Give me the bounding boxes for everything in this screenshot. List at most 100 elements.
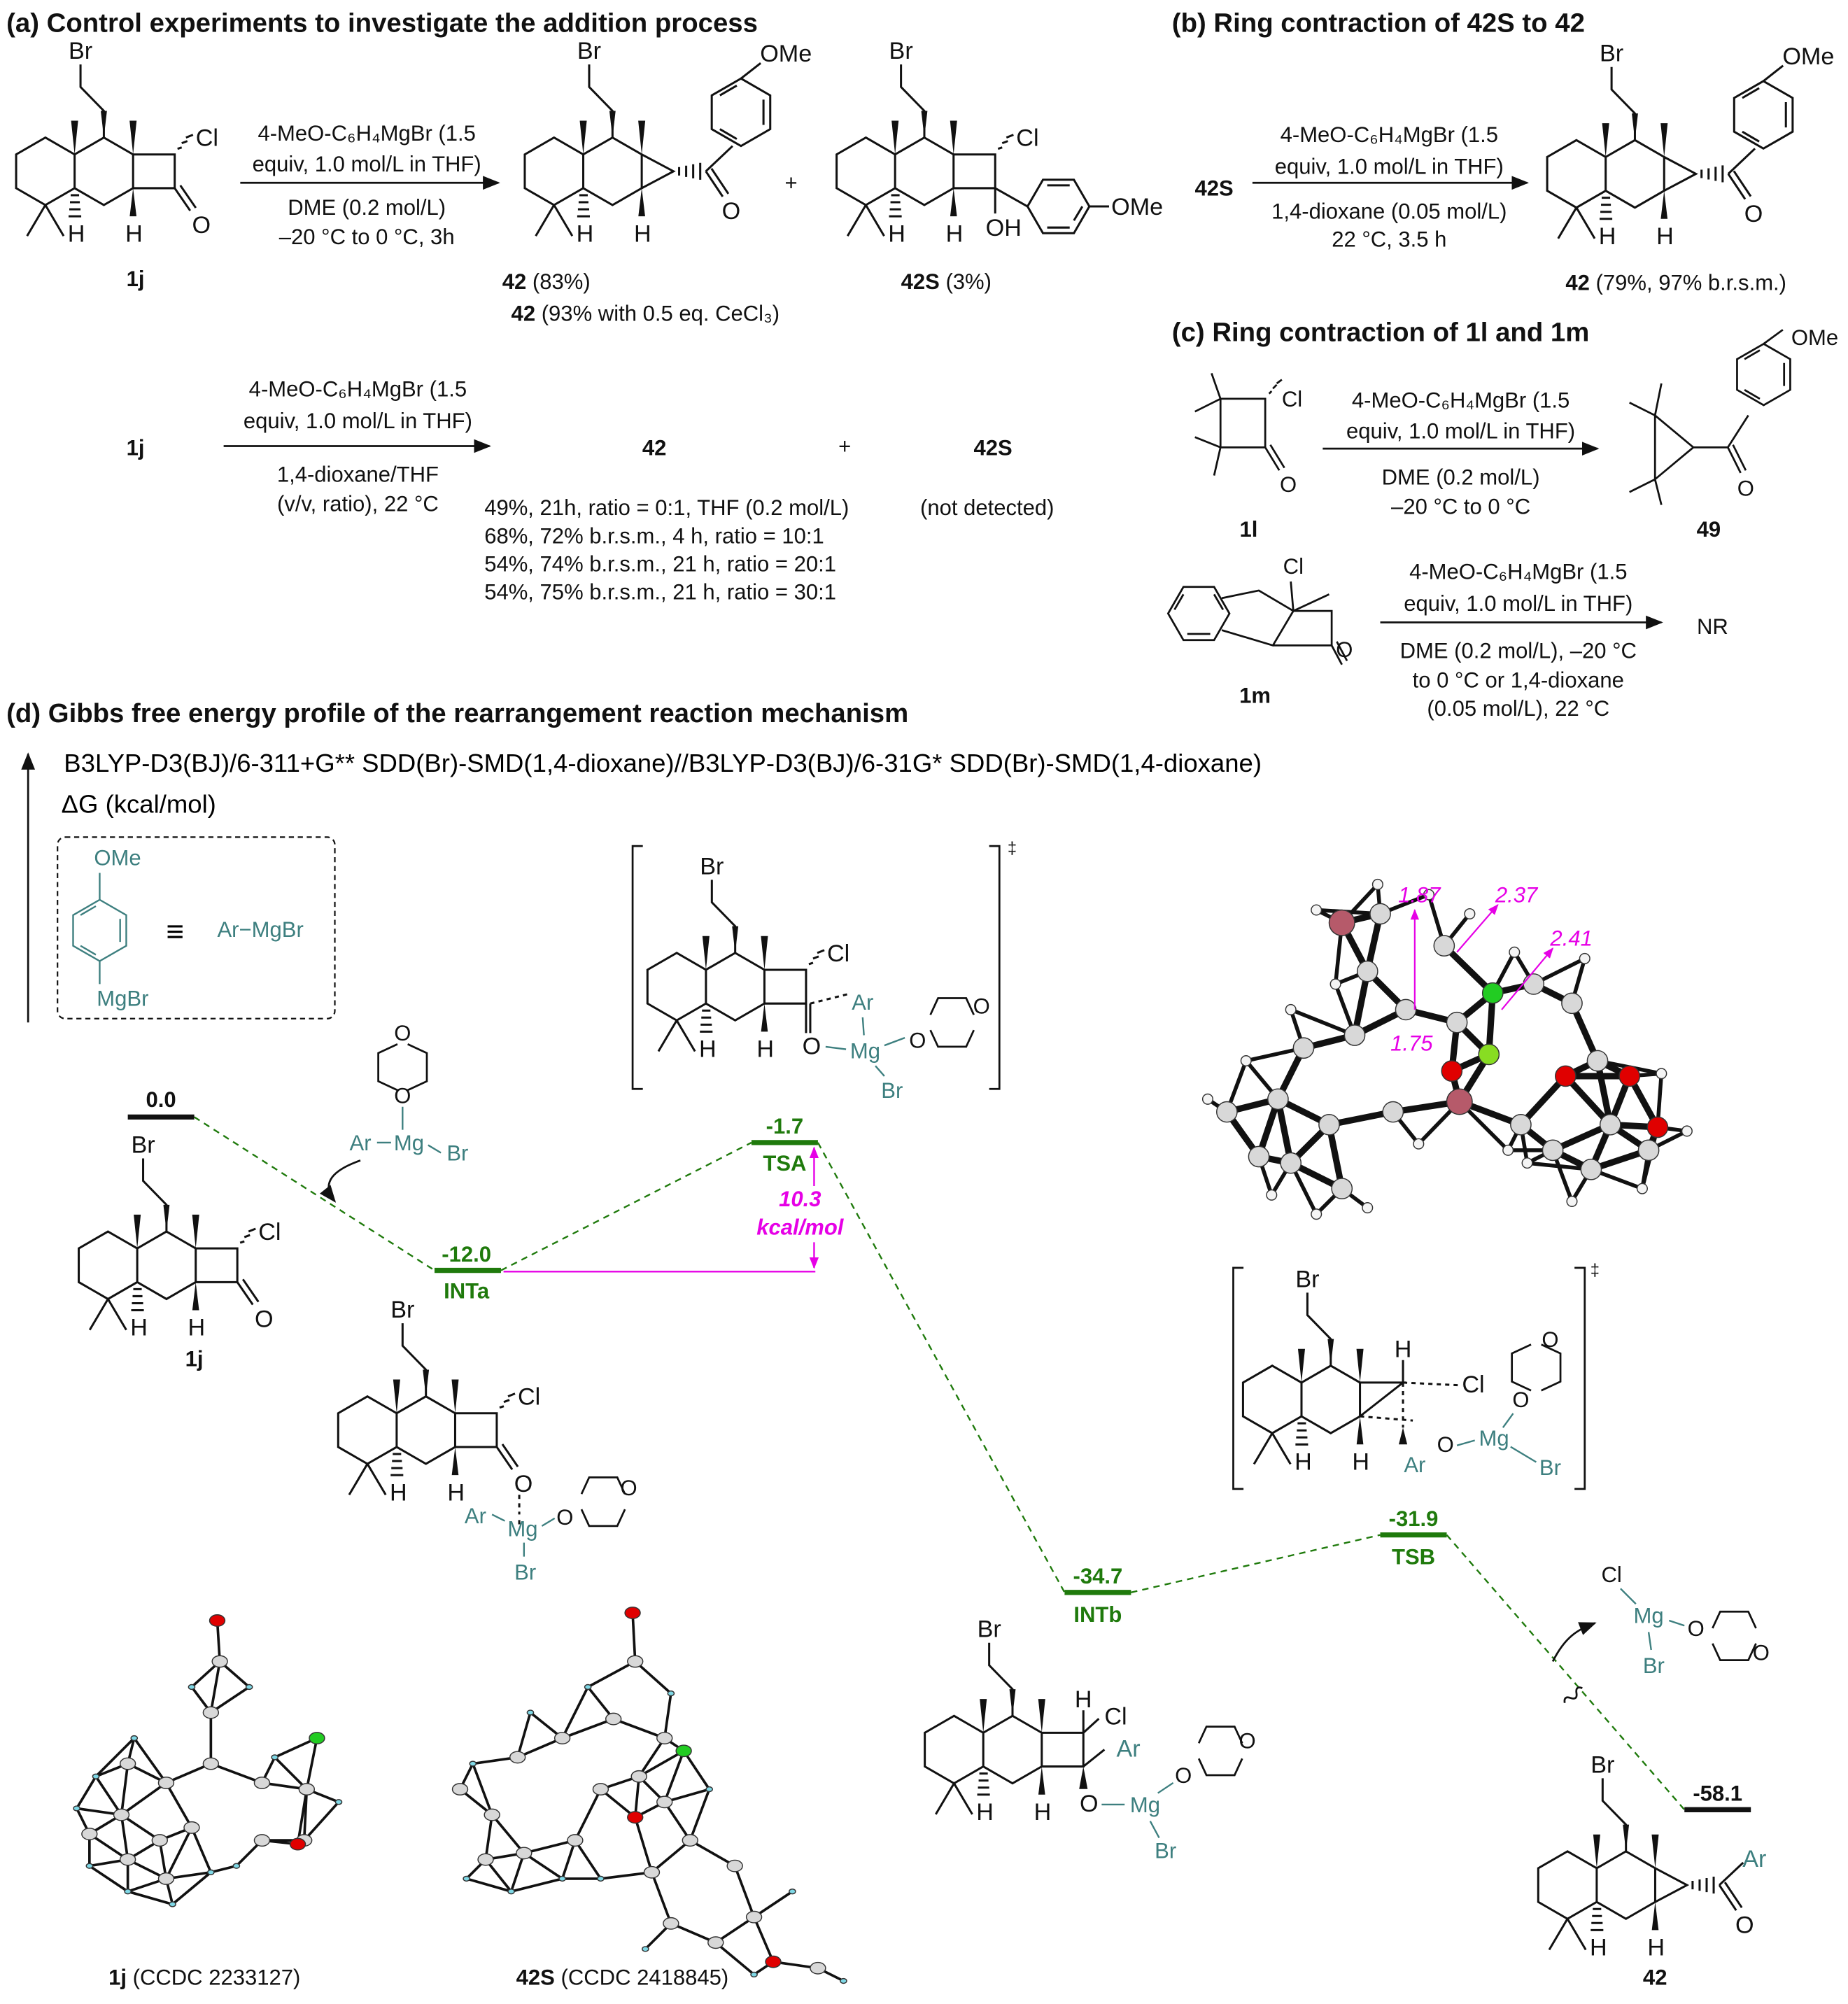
atom xyxy=(469,1760,477,1767)
bond xyxy=(120,1781,167,1816)
bond xyxy=(94,1737,136,1778)
bond xyxy=(574,1840,602,1879)
atom xyxy=(1561,992,1583,1015)
atom xyxy=(207,1869,215,1875)
atom xyxy=(1280,1152,1302,1174)
bond xyxy=(1563,1073,1613,1127)
bond xyxy=(689,1788,711,1841)
svg-text:O: O xyxy=(556,1505,573,1530)
svg-text:Br: Br xyxy=(69,38,92,64)
svg-text:Br: Br xyxy=(1600,41,1623,67)
bond xyxy=(1274,1098,1295,1164)
result-line: 49%, 21h, ratio = 0:1, THF (0.2 mol/L) xyxy=(484,495,849,520)
molecule-49: OMe O xyxy=(1629,325,1838,505)
atom xyxy=(656,1795,673,1809)
bond xyxy=(165,1762,212,1784)
svg-text:H: H xyxy=(1352,1448,1369,1475)
transition-state-TSB: ‡ Br H Cl H H Ar O Mg Br O O xyxy=(1232,1262,1600,1490)
svg-text:Ar: Ar xyxy=(1404,1453,1425,1477)
atom xyxy=(624,1607,641,1619)
atom xyxy=(183,1821,200,1834)
atom xyxy=(605,1712,622,1726)
bond xyxy=(733,1865,756,1918)
atom xyxy=(113,1808,130,1821)
atom xyxy=(1681,1125,1693,1137)
svg-text:H: H xyxy=(1395,1336,1412,1363)
svg-text:OMe: OMe xyxy=(1782,43,1834,70)
atom xyxy=(630,1770,647,1783)
atom xyxy=(567,1834,584,1847)
condition-line-2: 22 °C, 3.5 h xyxy=(1332,227,1446,252)
svg-text:O: O xyxy=(973,994,990,1018)
atom xyxy=(1329,978,1341,990)
svg-text:‡: ‡ xyxy=(1008,840,1017,858)
bond xyxy=(633,1816,654,1873)
atom xyxy=(92,1773,100,1779)
svg-text:H: H xyxy=(946,220,964,247)
atom xyxy=(592,1783,609,1796)
atom xyxy=(1478,1043,1500,1066)
atom xyxy=(1331,1178,1353,1199)
atom xyxy=(202,1706,220,1719)
svg-text:O: O xyxy=(1737,477,1754,501)
panel-c-title: (c) Ring contraction of 1l and 1m xyxy=(1172,318,1590,348)
bond xyxy=(560,1840,577,1879)
atom xyxy=(1441,1060,1463,1082)
atom xyxy=(707,1936,724,1949)
svg-text:Cl: Cl xyxy=(196,125,218,152)
svg-text:Ar−MgBr: Ar−MgBr xyxy=(217,917,303,942)
bond xyxy=(634,1660,672,1695)
reagent-line-2: equiv, 1.0 mol/L in THF) xyxy=(1275,154,1504,178)
plus-sign: + xyxy=(784,171,797,195)
bond xyxy=(663,1750,685,1802)
atom xyxy=(334,1799,343,1805)
condition-line-2: (v/v, ratio), 22 °C xyxy=(277,492,439,516)
atom xyxy=(130,1735,139,1742)
atom xyxy=(1579,952,1590,964)
atom xyxy=(1216,1101,1238,1123)
bond xyxy=(171,1871,212,1905)
atom xyxy=(1201,1093,1214,1105)
bond xyxy=(209,1661,221,1713)
atom xyxy=(202,1757,220,1770)
svg-text:Br: Br xyxy=(1295,1266,1319,1292)
atom xyxy=(477,1853,494,1866)
atom xyxy=(553,1732,571,1744)
atom xyxy=(765,1955,782,1968)
svg-text:Br: Br xyxy=(1590,1751,1614,1778)
atom xyxy=(463,1875,470,1882)
bond xyxy=(509,1852,526,1892)
svg-text:Br: Br xyxy=(577,38,601,64)
bond xyxy=(574,1788,602,1841)
bond xyxy=(76,1775,97,1809)
atom xyxy=(1521,1157,1533,1169)
bond xyxy=(682,1750,711,1791)
bond xyxy=(210,1686,251,1714)
svg-text:O: O xyxy=(394,1083,411,1108)
svg-text:kcal/mol: kcal/mol xyxy=(756,1215,845,1239)
atom xyxy=(1586,1050,1609,1072)
atom xyxy=(1510,1113,1532,1136)
svg-text:Br: Br xyxy=(514,1560,536,1585)
reagent-line-1: 4-MeO-C₆H₄MgBr (1.5 xyxy=(1352,388,1570,413)
svg-text:H: H xyxy=(1590,1935,1607,1961)
svg-text:Mg: Mg xyxy=(507,1516,537,1541)
atom xyxy=(1636,1183,1648,1194)
condition-line-2: –20 °C to 0 °C, 3h xyxy=(279,225,455,249)
atom xyxy=(840,1977,847,1984)
svg-text:H: H xyxy=(1034,1799,1052,1826)
bond xyxy=(1594,1060,1614,1126)
distance-label: 2.41 xyxy=(1549,926,1592,951)
svg-text:O: O xyxy=(255,1306,274,1333)
svg-text:O: O xyxy=(1542,1327,1558,1352)
atom xyxy=(1542,1139,1564,1162)
atom xyxy=(726,1859,743,1872)
svg-text:Cl: Cl xyxy=(1282,387,1302,411)
crystal-structure-42S xyxy=(451,1607,847,1984)
label-1l: 1l xyxy=(1239,517,1257,542)
bond xyxy=(164,1827,193,1879)
bond xyxy=(663,1801,691,1842)
label-42S-rxn2: 42S xyxy=(974,435,1013,460)
svg-text:Br: Br xyxy=(390,1297,414,1323)
atom xyxy=(289,1837,306,1851)
